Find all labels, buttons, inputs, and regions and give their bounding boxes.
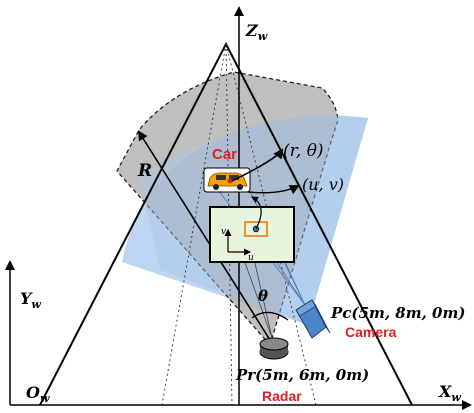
camera-icon xyxy=(295,299,331,339)
radar-icon xyxy=(259,337,289,360)
image-plane xyxy=(209,206,295,263)
theta-label: θ xyxy=(258,287,268,305)
image-v-label: v xyxy=(221,227,226,237)
range-arrow xyxy=(137,130,271,341)
z-axis-label: Zw xyxy=(245,21,268,43)
pixel-coords-arrow xyxy=(247,185,300,195)
pixel-coordinates-label: (u, v) xyxy=(302,175,344,194)
theta-arc xyxy=(251,311,289,321)
radar-label: Radar xyxy=(262,388,302,404)
radar-measurement-label: (r, θ) xyxy=(283,141,324,161)
x-axis-label: Xw xyxy=(438,382,461,404)
car-icon xyxy=(203,167,251,193)
radar-position-label: Pr(5m, 6m, 0m) xyxy=(235,366,369,384)
origin-label: Ow xyxy=(26,383,50,405)
image-u-label: u xyxy=(248,253,254,263)
camera-label: Camera xyxy=(345,324,397,340)
image-to-car-arrow xyxy=(251,196,262,230)
camera-position-label: Pc(5m, 8m, 0m) xyxy=(330,304,465,322)
range-label: R xyxy=(137,161,152,181)
radar-measure-arrow xyxy=(231,148,284,182)
car-radar-point xyxy=(227,178,233,184)
image-car-bbox xyxy=(244,221,268,237)
y-axis-label: Yw xyxy=(20,289,41,311)
car-label: Car xyxy=(212,146,237,163)
